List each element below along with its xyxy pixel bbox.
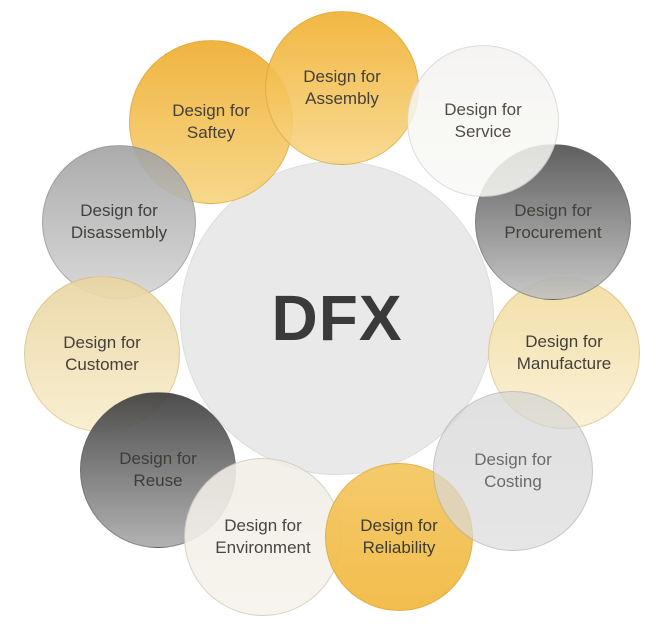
node-label-line: Costing bbox=[484, 472, 542, 491]
node-label-line: Design for bbox=[525, 332, 603, 352]
node-label-line: Design for bbox=[514, 201, 592, 221]
node-label-line: Design for bbox=[80, 201, 158, 221]
node-label-line: Reuse bbox=[133, 471, 183, 490]
node-label-line: Saftey bbox=[186, 123, 236, 142]
node-label-line: Design for bbox=[119, 449, 197, 469]
node-label-line: Design for bbox=[224, 516, 302, 536]
node-label-line: Manufacture bbox=[516, 354, 612, 373]
node-label-line: Procurement bbox=[504, 223, 602, 242]
node-label-line: Service bbox=[454, 122, 512, 141]
node-label-line: Environment bbox=[215, 538, 311, 557]
node-label-line: Design for bbox=[303, 67, 381, 87]
node-label-line: Design for bbox=[474, 450, 552, 470]
dfx-center-label: DFX bbox=[271, 282, 403, 354]
node-label-line: Design for bbox=[172, 101, 250, 121]
node-label-line: Design for bbox=[444, 100, 522, 120]
node-label-line: Customer bbox=[65, 355, 139, 374]
node-label-line: Assembly bbox=[305, 89, 379, 108]
node-label-line: Disassembly bbox=[70, 223, 168, 242]
dfx-center-circle: DFX bbox=[180, 161, 494, 475]
node-label-line: Design for bbox=[360, 516, 438, 536]
node-label-line: Design for bbox=[63, 333, 141, 353]
node-label-line: Reliability bbox=[362, 538, 436, 557]
